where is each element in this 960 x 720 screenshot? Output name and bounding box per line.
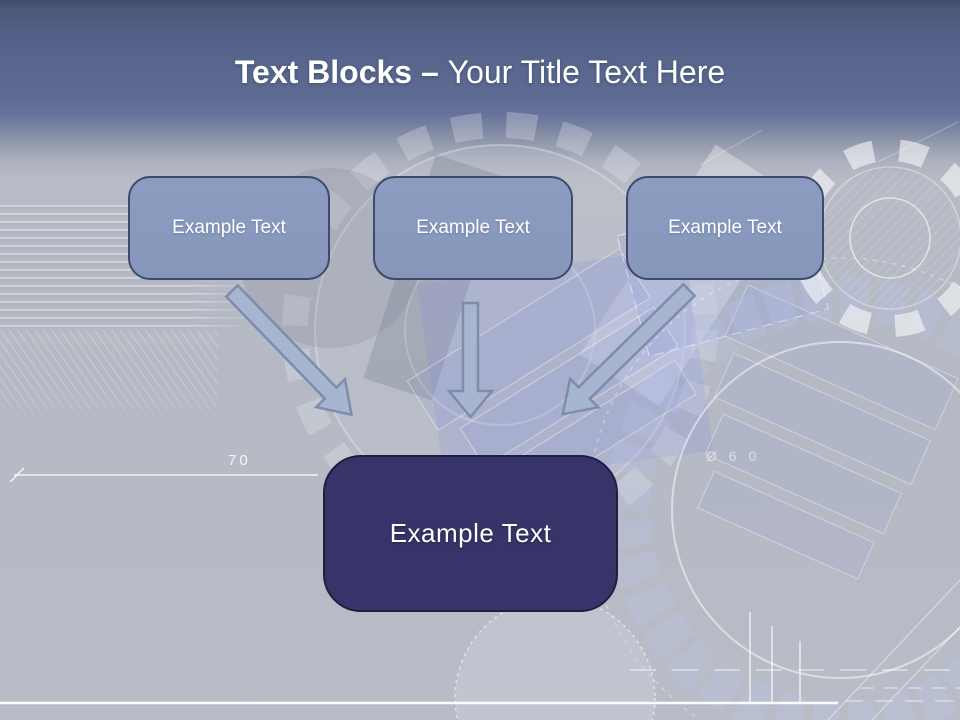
text-block-1[interactable]: Example Text xyxy=(128,176,330,280)
text-block-3-label: Example Text xyxy=(668,217,782,238)
title-regular-part: Your Title Text Here xyxy=(447,54,726,90)
result-block[interactable]: Example Text xyxy=(323,455,618,612)
text-block-2[interactable]: Example Text xyxy=(373,176,573,280)
arrow-right-diagonal[interactable] xyxy=(549,276,703,429)
title-bold-part: Text Blocks – xyxy=(234,54,448,90)
text-block-2-label: Example Text xyxy=(416,217,530,238)
slide-title[interactable]: Text Blocks – Your Title Text Here xyxy=(0,52,960,92)
text-block-1-label: Example Text xyxy=(172,217,286,238)
result-block-label: Example Text xyxy=(389,518,552,548)
arrow-left-diagonal[interactable] xyxy=(218,277,366,429)
text-block-3[interactable]: Example Text xyxy=(626,176,824,280)
arrow-middle-down[interactable] xyxy=(446,301,495,419)
